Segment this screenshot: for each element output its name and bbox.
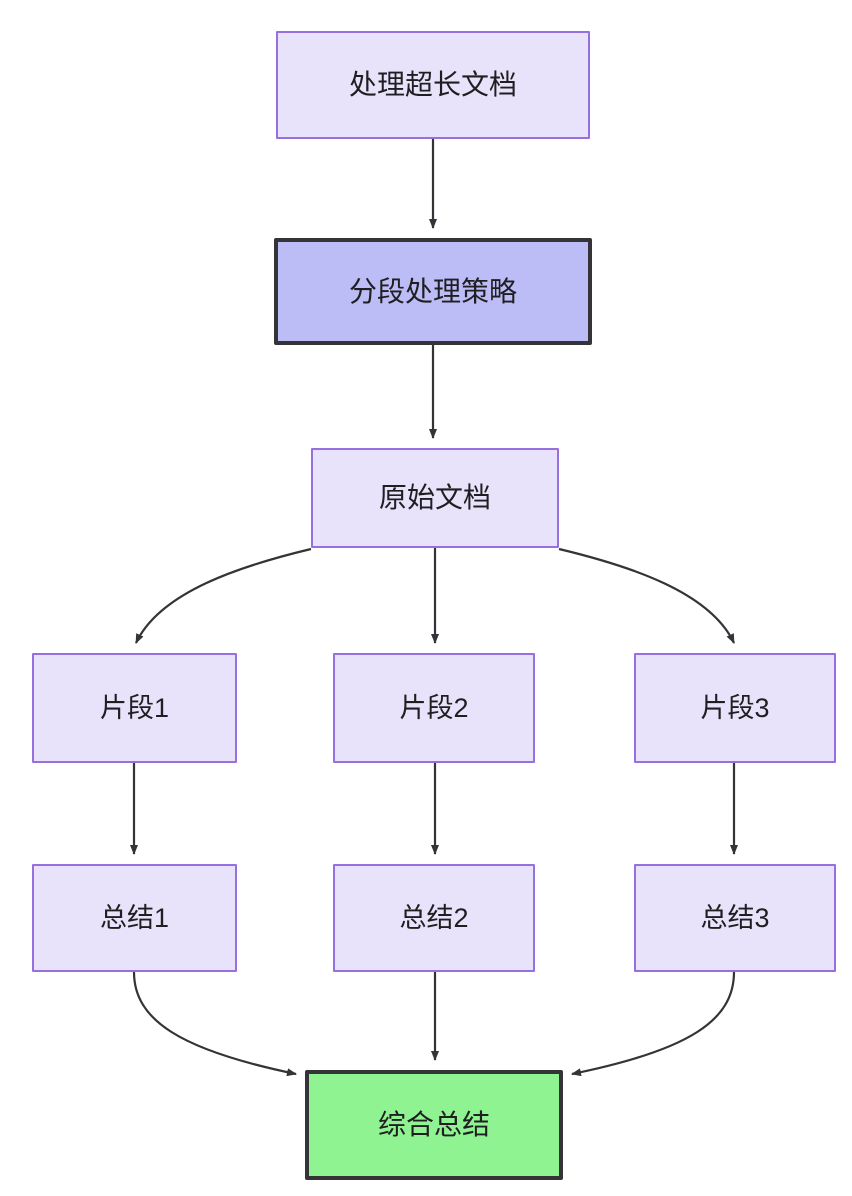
node-final-summary[interactable]: 综合总结: [305, 1070, 563, 1180]
edge-sum1-final: [132, 971, 297, 1077]
node-fragment-2-label: 片段2: [399, 692, 469, 723]
node-fragment-3[interactable]: 片段3: [634, 653, 836, 763]
node-strategy-label: 分段处理策略: [348, 275, 517, 307]
node-strategy[interactable]: 分段处理策略: [274, 238, 592, 345]
node-fragment-2[interactable]: 片段2: [333, 653, 535, 763]
edge-source-frag3: [558, 547, 735, 644]
edge-sum3-final: [571, 971, 736, 1077]
node-fragment-1-label: 片段1: [99, 692, 170, 723]
node-summary-3[interactable]: 总结3: [634, 864, 836, 972]
node-fragment-3-label: 片段3: [700, 692, 770, 723]
node-summary-1[interactable]: 总结1: [32, 864, 237, 972]
node-root[interactable]: 处理超长文档: [276, 31, 590, 139]
node-summary-1-label: 总结1: [99, 902, 170, 933]
node-fragment-1[interactable]: 片段1: [32, 653, 237, 763]
node-summary-2-label: 总结2: [399, 902, 469, 933]
node-source-label: 原始文档: [378, 482, 491, 514]
edge-source-frag1: [135, 547, 312, 644]
node-final-summary-label: 综合总结: [377, 1109, 490, 1141]
node-summary-3-label: 总结3: [700, 902, 770, 933]
node-summary-2[interactable]: 总结2: [333, 864, 535, 972]
node-source-document[interactable]: 原始文档: [311, 448, 559, 548]
node-root-label: 处理超长文档: [348, 69, 517, 101]
